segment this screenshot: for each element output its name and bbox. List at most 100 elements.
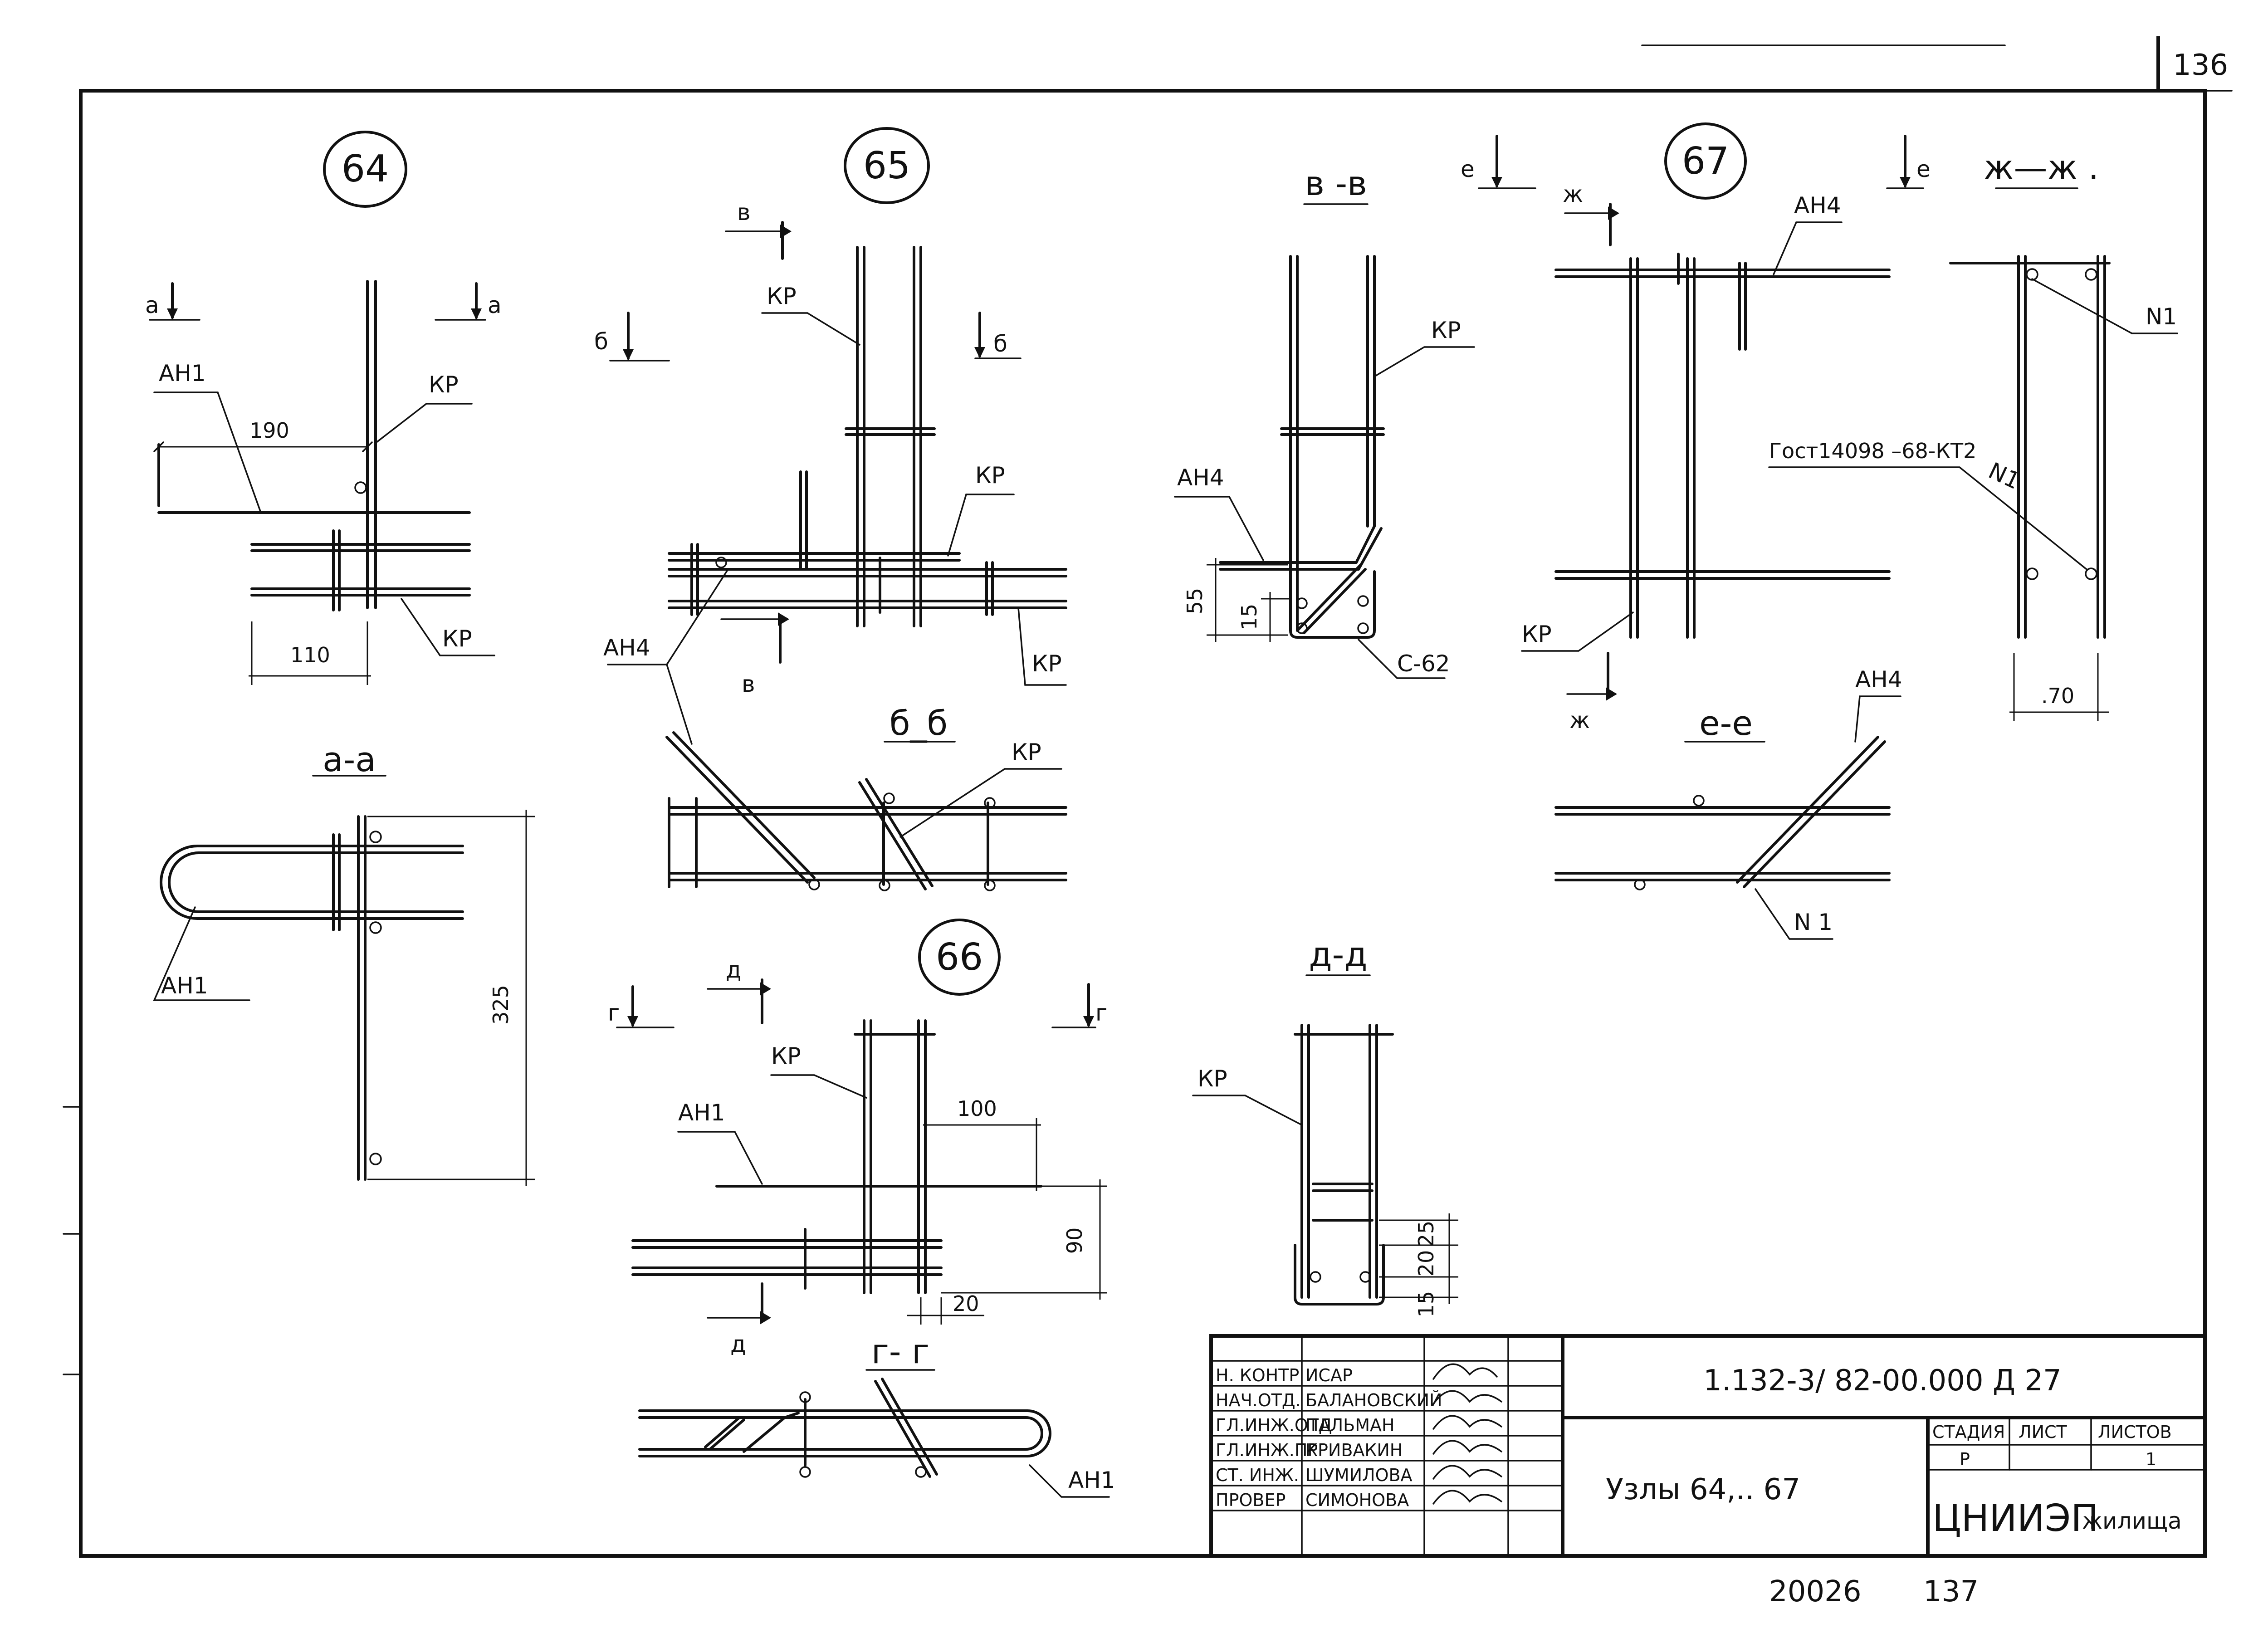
tb-name: ШУМИЛОВА: [1305, 1465, 1413, 1485]
section-dd-title: д-д: [1309, 935, 1367, 974]
label-an1-node66: АН1: [678, 1100, 725, 1126]
cut-mark-e-right: е: [1916, 156, 1931, 182]
title-block-row: СТ. ИНЖ. ШУМИЛОВА: [1216, 1465, 1502, 1485]
tb-role: ПРОВЕР: [1216, 1490, 1286, 1510]
dim-100: 100: [957, 1096, 997, 1121]
label-kr-node67: КР: [1522, 621, 1552, 647]
label-an4-node67: АН4: [1794, 192, 1841, 219]
label-an1-node64: АН1: [159, 360, 206, 386]
node-65-circle: [844, 127, 930, 204]
stage-value: Р: [1960, 1449, 1970, 1469]
section-gg-group: г- г АН1: [638, 1332, 1115, 1498]
title-block-row: НАЧ.ОТД. БАЛАНОВСКИЙ: [1216, 1390, 1502, 1410]
section-zhzh-group: ж—ж . N1 N1 Гост14098 –68-КТ2 .70: [1768, 148, 2178, 721]
title-block-row: ГЛ.ИНЖ.ПР КРИВАКИН: [1216, 1440, 1502, 1460]
signature-mark: [1432, 1490, 1502, 1505]
label-kr-node64-bottom: КР: [442, 626, 472, 652]
section-gg-title: г- г: [871, 1332, 929, 1371]
node-66-group: 66 г г д д 100: [608, 919, 1107, 1357]
label-kr-node65-top: КР: [767, 283, 797, 309]
cut-mark-v-top: в: [737, 199, 750, 225]
section-dd-group: д-д 25 20 15 КР: [1192, 935, 1458, 1318]
dim-190: 190: [249, 418, 289, 443]
cut-mark-a-left: а: [145, 292, 159, 318]
dim-15-dd: 15: [1414, 1291, 1438, 1318]
sheets-value: 1: [2146, 1449, 2156, 1469]
bottom-page-number: 137: [1923, 1575, 1979, 1609]
section-bb-title: б_б: [890, 704, 948, 743]
label-an4-node65: АН4: [603, 635, 650, 661]
signature-mark: [1432, 1415, 1502, 1430]
cut-mark-v-bottom: в: [742, 671, 755, 697]
bottom-archive-number: 20026: [1769, 1575, 1862, 1609]
label-c62: С-62: [1397, 650, 1450, 677]
label-kr-node64-top: КР: [429, 372, 459, 398]
label-an4-section-ee: АН4: [1855, 666, 1902, 693]
document-code: 1.132-3/ 82-00.000 Д 27: [1703, 1364, 2062, 1398]
section-zhzh-title: ж—ж .: [1984, 148, 2099, 187]
cut-mark-d-top: д: [726, 957, 742, 983]
dim-20: 20: [953, 1291, 979, 1316]
label-n1-section-zhzh: N1: [2146, 303, 2177, 330]
cut-mark-a-right: а: [488, 292, 502, 318]
tb-name: ИСАР: [1305, 1365, 1353, 1385]
node-65-group: 65 в б б в: [594, 127, 1067, 745]
section-aa-group: а-а 325 АН1: [153, 740, 535, 1186]
node-66-label: 66: [936, 936, 983, 979]
corner-sheet-number: 136: [2173, 49, 2228, 82]
label-n1-section-ee: N 1: [1794, 909, 1833, 935]
label-an1-section-gg: АН1: [1068, 1467, 1115, 1493]
drawing-frame: [63, 36, 2233, 1558]
col-sheets: ЛИСТОВ: [2098, 1422, 2172, 1442]
node-67-circle: [1664, 122, 1747, 200]
signature-mark: [1432, 1440, 1502, 1455]
cut-mark-b-right: б: [993, 331, 1007, 357]
node-67-group: 67 е е ж ж АН4 КР: [1461, 122, 1931, 733]
label-an1-section-aa: АН1: [161, 973, 208, 999]
section-aa-title: а-а: [323, 740, 376, 779]
signature-mark: [1432, 1390, 1502, 1405]
node-64-label: 64: [342, 147, 389, 191]
col-stage: СТАДИЯ: [1932, 1422, 2005, 1442]
cut-mark-d-bottom: д: [730, 1331, 746, 1357]
tb-role: НАЧ.ОТД.: [1216, 1390, 1301, 1410]
label-kr-section-dd: КР: [1198, 1066, 1227, 1092]
title-block-row: ГЛ.ИНЖ.ОТД ПАЛЬМАН: [1216, 1415, 1502, 1435]
section-ee-group: е-е АН4 N 1: [1554, 666, 1902, 940]
tb-role: Н. КОНТР: [1216, 1365, 1299, 1385]
cut-mark-e-left: е: [1461, 156, 1475, 182]
dim-90: 90: [1062, 1227, 1087, 1254]
tb-role: ГЛ.ИНЖ.ПР: [1216, 1440, 1318, 1460]
section-ee-title: е-е: [1699, 704, 1753, 743]
node-64-group: 64 а а 190 110 АН1: [145, 131, 502, 685]
cut-mark-zh-bottom: ж: [1569, 707, 1590, 733]
dim-55: 55: [1183, 588, 1207, 615]
tb-name: БАЛАНОВСКИЙ: [1305, 1390, 1442, 1410]
label-kr-node65-mid: КР: [975, 462, 1005, 489]
cut-mark-g-right: г: [1095, 1000, 1107, 1026]
section-bb-group: б_б КР: [665, 704, 1067, 891]
section-vv-group: в -в 55 15 КР АН4 С-62: [1174, 164, 1475, 679]
label-an4-section-vv: АН4: [1177, 465, 1224, 491]
signature-mark: [1432, 1465, 1502, 1480]
label-kr-section-bb: КР: [1012, 739, 1041, 765]
label-kr-node66: КР: [771, 1043, 801, 1069]
tb-name: ПАЛЬМАН: [1305, 1415, 1395, 1435]
label-gost: Гост14098 –68-КТ2: [1769, 439, 1976, 463]
section-vv-title: в -в: [1305, 164, 1367, 203]
node-64-circle: [323, 131, 407, 208]
dim-70: .70: [2041, 684, 2074, 708]
node-65-label: 65: [863, 144, 910, 187]
label-kr-section-vv: КР: [1431, 317, 1461, 343]
cut-mark-zh-top: ж: [1563, 181, 1583, 207]
node-66-circle: [918, 919, 1001, 996]
tb-name: СИМОНОВА: [1305, 1490, 1409, 1510]
label-kr-node65-bottom: КР: [1032, 650, 1062, 677]
tb-role: ГЛ.ИНЖ.ОТД: [1216, 1415, 1332, 1435]
cut-mark-b-left: б: [594, 328, 608, 355]
signature-mark: [1432, 1363, 1498, 1380]
dim-15: 15: [1237, 604, 1261, 631]
org-name: ЦНИИЭП: [1932, 1497, 2099, 1540]
dim-20-dd: 20: [1414, 1250, 1438, 1277]
